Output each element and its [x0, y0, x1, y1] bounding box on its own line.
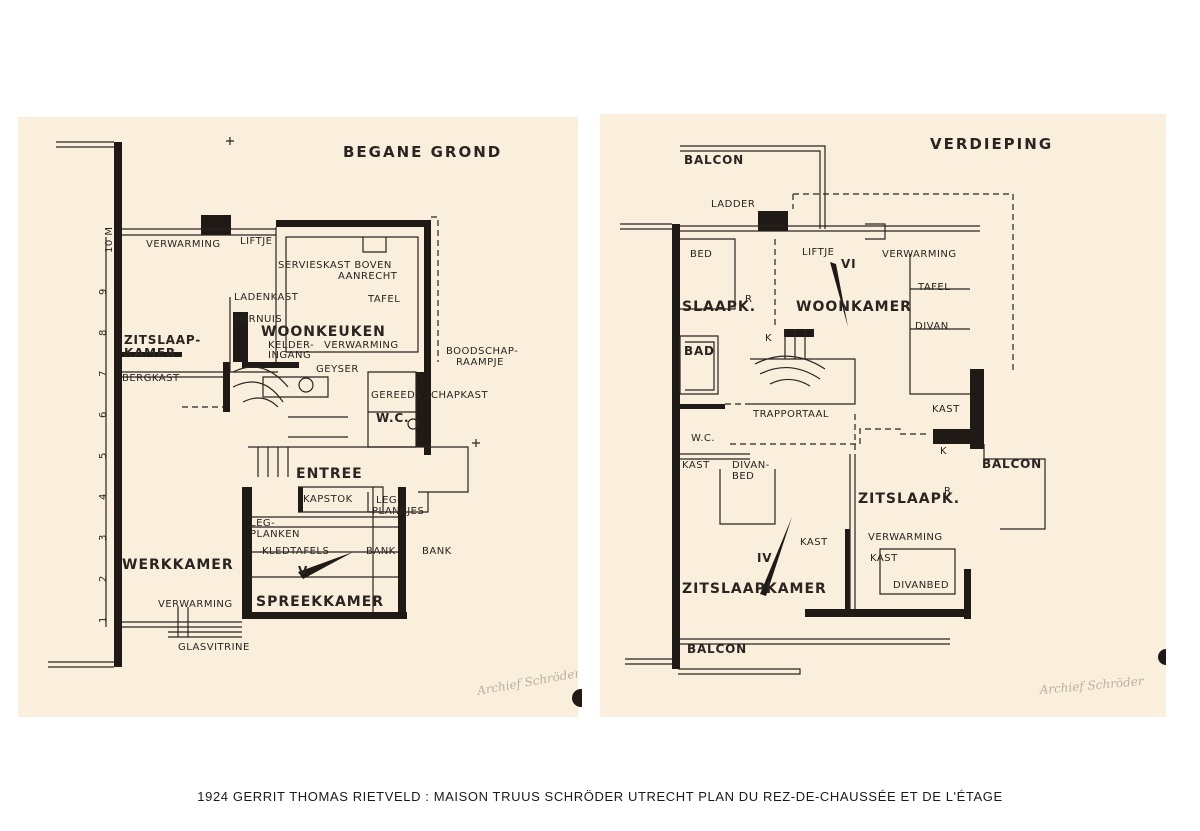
label-glasvitrine: GLASVITRINE [178, 642, 250, 653]
scale-tick-label: 8 [98, 329, 109, 336]
label-bed: BED [690, 249, 712, 260]
scale-ticks: 9 8 7 6 5 4 3 2 1 [98, 288, 109, 623]
label-aanrecht: AANRECHT [338, 271, 398, 282]
label-kelderingang-2: INGANG [268, 350, 311, 361]
upper-floor-archive-note: Archief Schröder [1038, 674, 1145, 697]
label-spreekkamer: SPREEKKAMER [256, 594, 384, 610]
scale-tick-label: 7 [98, 370, 109, 377]
label-bank-2: BANK [422, 546, 452, 557]
label-chapkast: CHAPKAST [431, 390, 488, 401]
label-liftje: LIFTJE [802, 247, 834, 258]
label-werkkamer: WERKKAMER [122, 557, 234, 573]
label-zitslaapkamer-sup: R [944, 486, 951, 497]
label-k-2: K [940, 446, 947, 457]
label-liftje: LIFTJE [240, 236, 272, 247]
label-divanbed-2: BED [732, 471, 754, 482]
label-balcon-right: BALCON [982, 457, 1042, 471]
label-divanbed-1: DIVAN- [732, 460, 770, 471]
label-verwarming-kitchen: VERWARMING [324, 340, 399, 351]
ground-floor-plan: 9 8 7 6 5 4 3 2 1 BEGANE GROND VERWARMING LIFTJE… [18, 117, 582, 717]
label-zitslaapkamer: ZITSLAAPK. [858, 491, 960, 507]
label-gereeds: GEREEDS [371, 390, 422, 401]
label-entree: ENTREE [296, 466, 363, 482]
label-legplankjes-2: PLANKJES [372, 506, 424, 517]
label-tafel: TAFEL [917, 282, 950, 293]
label-legplanken-1: LEG- [250, 518, 275, 529]
ground-floor-archive-note: Archief Schröder [475, 666, 578, 698]
scale-tick-label: 3 [98, 534, 109, 541]
label-kast-right: KAST [932, 404, 960, 415]
label-bergkast: BERGKAST [122, 373, 180, 384]
label-boodschapraampje-1: BOODSCHAP- [446, 346, 518, 357]
scale-tick-label: 4 [98, 493, 109, 500]
label-slaapkamer: SLAAPK. [682, 299, 756, 315]
label-kleedtafels: KLEDTAFELS [262, 546, 329, 557]
label-wc: W.C. [691, 433, 715, 444]
scale-tick-label: 2 [98, 575, 109, 582]
label-kast-small: KAST [870, 553, 898, 564]
label-bad: BAD [684, 344, 715, 358]
ground-floor-room-number: V [298, 564, 308, 578]
label-balcon-bottom: BALCON [687, 642, 747, 656]
label-verwarming-mid: VERWARMING [868, 532, 943, 543]
label-woonkamer: WOONKAMER [796, 299, 912, 315]
label-slaapkamer-sup: R [745, 294, 752, 305]
label-verwarming-top: VERWARMING [882, 249, 957, 260]
scale-tick-label: 6 [98, 411, 109, 418]
scale-tick-label: 9 [98, 288, 109, 295]
label-divan: DIVAN [915, 321, 949, 332]
label-wc: W.C. [376, 411, 409, 425]
label-divanbed-right: DIVANBED [893, 580, 949, 591]
label-zitslaapkamer-large: ZITSLAAPKAMER [682, 581, 827, 597]
label-trapportaal: TRAPPORTAAL [752, 409, 829, 420]
label-legplanken-2: PLANKEN [250, 529, 300, 540]
label-fornuis: FORNUIS [234, 314, 282, 325]
label-legplankjes-1: LEG- [376, 495, 401, 506]
label-balcon-top: BALCON [684, 153, 744, 167]
scale-tick-label: 5 [98, 452, 109, 459]
upper-floor-hole-punch [1158, 649, 1166, 665]
ground-floor-hole-punch [572, 689, 582, 707]
upper-floor-plan: VERDIEPING BALCON LADDER LIFTJE VERWARMI… [600, 114, 1166, 717]
label-kelderingang-1: KELDER- [268, 340, 314, 351]
label-kast-left: KAST [682, 460, 710, 471]
label-verwarming-top: VERWARMING [146, 239, 221, 250]
label-k-1: K [765, 333, 772, 344]
upper-floor-title: VERDIEPING [930, 135, 1053, 153]
label-scale-top: 10 M [104, 226, 115, 253]
label-woonkeuken: WOONKEUKEN [261, 324, 386, 340]
label-ladenkast: LADENKAST [234, 292, 299, 303]
label-verwarming-bottom: VERWARMING [158, 599, 233, 610]
scale-tick-label: 1 [98, 616, 109, 623]
label-bank-1: BANK [366, 546, 396, 557]
upper-floor-room-number-1: VI [841, 257, 856, 271]
label-zitslaapkamer-1: ZITSLAAP- [124, 333, 201, 347]
label-ladder: LADDER [711, 199, 755, 210]
ground-floor-title: BEGANE GROND [343, 143, 502, 161]
label-kast-mid: KAST [800, 537, 828, 548]
label-servieskast: SERVIESKAST BOVEN [278, 260, 392, 271]
upper-floor-drawing: VERDIEPING BALCON LADDER LIFTJE VERWARMI… [620, 135, 1145, 697]
label-geyser: GEYSER [316, 364, 359, 375]
label-zitslaapkamer-2: KAMER [124, 346, 176, 360]
label-boodschapraampje-2: RAAMPJE [456, 357, 504, 368]
caption: 1924 GERRIT THOMAS RIETVELD : MAISON TRU… [197, 789, 1003, 804]
label-kapstok: KAPSTOK [303, 494, 353, 505]
upper-floor-room-number-2: IV [757, 551, 772, 565]
ground-floor-drawing: 9 8 7 6 5 4 3 2 1 BEGANE GROND VERWARMING LIFTJE… [48, 137, 578, 698]
label-tafel: TAFEL [367, 294, 400, 305]
